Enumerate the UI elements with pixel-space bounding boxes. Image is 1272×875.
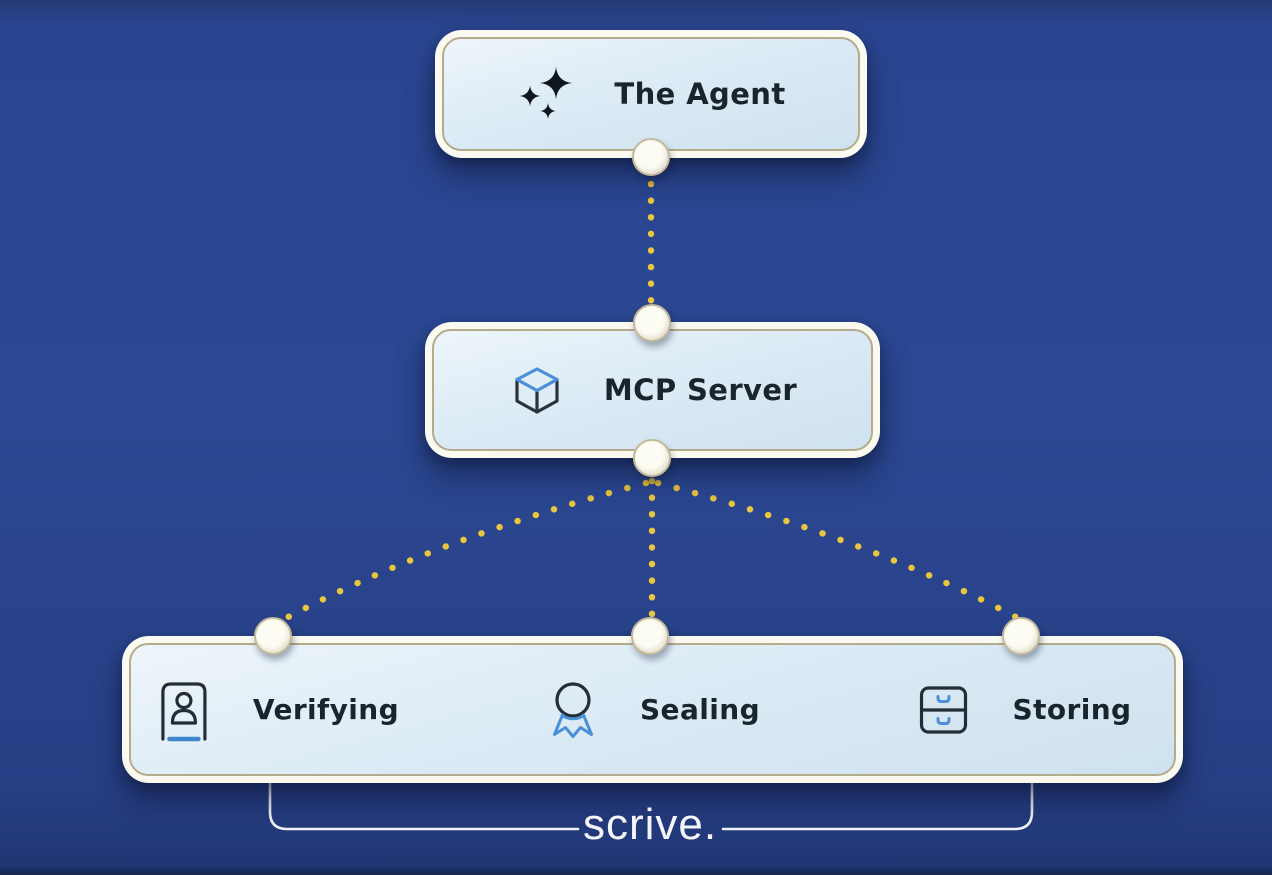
feature-verifying: Verifying xyxy=(155,677,399,743)
brand-bracket-right xyxy=(721,781,1034,831)
feature-storing: Storing xyxy=(915,681,1132,739)
id-card-icon xyxy=(155,677,213,743)
feature-sealing: Sealing xyxy=(546,679,760,741)
cabinet-icon xyxy=(915,681,973,739)
mcp-server-label: MCP Server xyxy=(603,373,798,407)
port-mcp-bottom xyxy=(633,439,671,477)
connector-mcp-to-storing xyxy=(654,479,1031,627)
feature-verifying-label: Verifying xyxy=(252,693,400,726)
port-mcp-top xyxy=(633,304,671,342)
mcp-server-node: MCP Server xyxy=(425,322,880,458)
port-verifying-top xyxy=(254,617,292,655)
agent-label: The Agent xyxy=(614,77,786,111)
scrive-logo: scrive. xyxy=(582,800,718,849)
agent-node: The Agent xyxy=(435,30,867,158)
brand-bracket-left xyxy=(268,781,580,831)
cube-icon xyxy=(508,361,566,419)
feature-storing-label: Storing xyxy=(1012,693,1132,726)
connector-mcp-to-verifying xyxy=(273,479,650,627)
medal-icon xyxy=(546,679,600,741)
port-storing-top xyxy=(1002,617,1040,655)
features-node: Verifying Sealing xyxy=(122,636,1183,783)
feature-sealing-label: Sealing xyxy=(639,693,761,726)
sparkles-icon xyxy=(516,64,576,124)
port-agent-bottom xyxy=(632,138,670,176)
port-sealing-top xyxy=(631,617,669,655)
